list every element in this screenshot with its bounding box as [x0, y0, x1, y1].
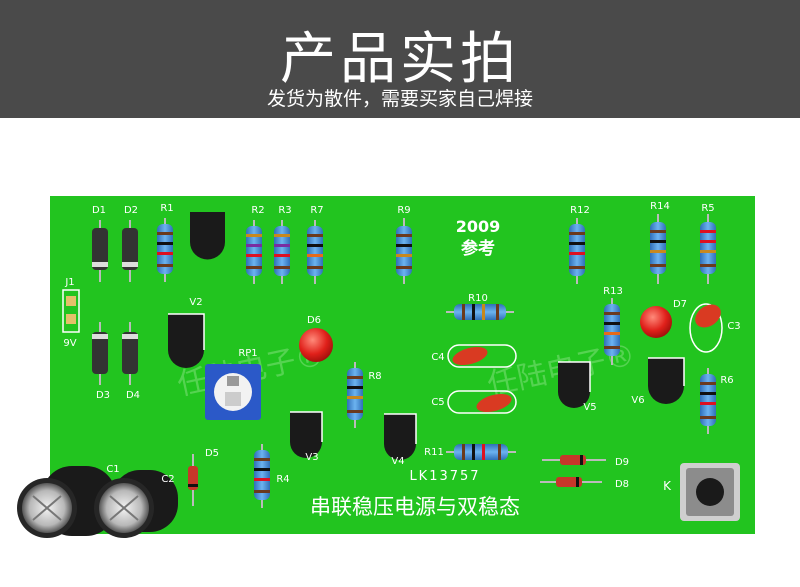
transistor-v5: [558, 361, 591, 408]
label-r7: R7: [310, 205, 323, 216]
label-r4: R4: [276, 474, 289, 485]
transistor-v2: [168, 313, 205, 368]
label-r13: R13: [603, 286, 623, 297]
label-d4: D4: [126, 390, 140, 401]
transistor-v4: [384, 413, 417, 460]
label-d8: D8: [615, 479, 629, 490]
resistor-r8: [347, 362, 363, 428]
label-r8: R8: [368, 371, 381, 382]
label-d7: D7: [673, 299, 687, 310]
diode-d4: [122, 322, 138, 385]
label-d3: D3: [96, 390, 110, 401]
label-r3: R3: [278, 205, 291, 216]
capacitor-c5: [476, 393, 512, 413]
label-d1: D1: [92, 205, 106, 216]
transistor-v6: [648, 357, 685, 404]
potentiometer-rp1: [205, 364, 261, 420]
resistor-r2: [246, 220, 262, 284]
board-ref: 参考: [461, 238, 495, 259]
label-r10: R10: [468, 293, 488, 304]
product-photo: 2009 参考 任陆电子® 任陆电子® D1 D2 D3 D4 J1 9V: [17, 196, 755, 538]
label-v5: V5: [583, 402, 596, 413]
label-c5: C5: [431, 397, 444, 408]
label-v3: V3: [305, 452, 318, 463]
transistor-v3: [290, 411, 323, 458]
resistor-r12: [569, 218, 585, 284]
label-j1: J1: [64, 277, 74, 288]
board-model: LK13757: [409, 469, 480, 484]
label-d6: D6: [307, 315, 321, 326]
resistor-r1: [157, 218, 173, 282]
board-name: 串联稳压电源与双稳态: [310, 495, 520, 519]
label-k: K: [663, 479, 672, 493]
label-r1: R1: [160, 203, 173, 214]
led-d7: [640, 306, 672, 338]
label-d9: D9: [615, 457, 629, 468]
diode-d8: [540, 477, 602, 487]
capacitor-c3: [695, 304, 721, 328]
label-r12: R12: [570, 205, 590, 216]
resistor-r10: [446, 304, 514, 320]
diode-d3: [92, 322, 108, 385]
label-rp1: RP1: [238, 348, 257, 359]
label-c1: C1: [106, 464, 119, 475]
resistor-r13: [604, 298, 620, 365]
label-c3: C3: [727, 321, 740, 332]
resistor-r14: [650, 214, 666, 284]
resistor-r4: [254, 444, 270, 508]
connector-j1: [62, 289, 80, 333]
label-r2: R2: [251, 205, 264, 216]
push-button-k: [680, 463, 740, 521]
capacitor-c2: [94, 470, 178, 538]
label-r5: R5: [701, 203, 714, 214]
resistor-r11: [446, 444, 516, 460]
label-r9: R9: [397, 205, 410, 216]
diode-d1: [92, 220, 108, 282]
resistor-r7: [307, 220, 323, 284]
label-r6: R6: [720, 375, 733, 386]
label-d2: D2: [124, 205, 138, 216]
resistor-r6: [700, 368, 716, 434]
diode-d9: [542, 455, 606, 465]
capacitor-c4: [452, 346, 488, 366]
page-subtitle: 发货为散件，需要买家自己焊接: [266, 88, 533, 110]
diode-d5: [188, 454, 198, 506]
transistor-v1: [190, 212, 225, 260]
label-c4: C4: [431, 352, 444, 363]
label-r11: R11: [424, 447, 444, 458]
resistor-r5: [700, 214, 716, 284]
diode-d2: [122, 220, 138, 282]
label-c2: C2: [161, 474, 174, 485]
page-title: 产品实拍: [280, 27, 520, 92]
label-v2: V2: [189, 297, 202, 308]
label-9v: 9V: [63, 338, 76, 349]
board-year: 2009: [456, 217, 501, 236]
led-d6: [299, 328, 333, 362]
header-banner: 产品实拍 发货为散件，需要买家自己焊接: [0, 0, 800, 118]
label-v4: V4: [391, 456, 404, 467]
label-v6: V6: [631, 395, 644, 406]
resistor-r3: [274, 220, 290, 284]
label-d5: D5: [205, 448, 219, 459]
label-r14: R14: [650, 201, 670, 212]
resistor-r9: [396, 218, 412, 284]
